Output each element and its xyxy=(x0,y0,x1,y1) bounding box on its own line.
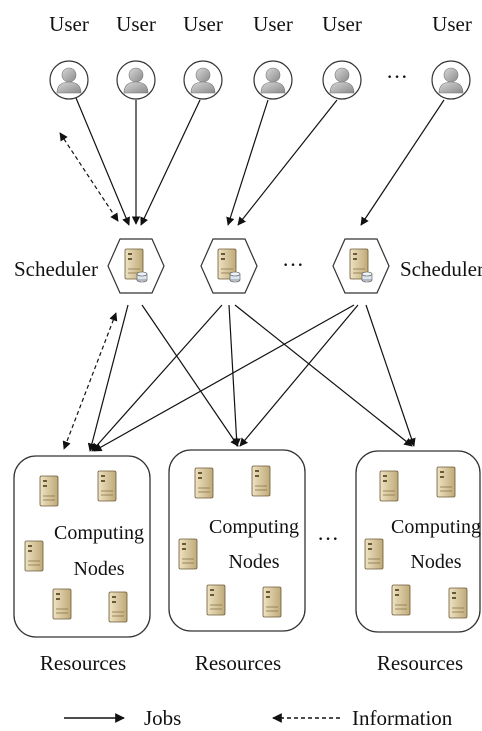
resources-label: Resources xyxy=(195,651,281,675)
jobs-arrow xyxy=(140,99,201,226)
scheduler-left-label: Scheduler xyxy=(14,257,98,281)
jobs-arrow xyxy=(228,304,241,447)
jobs-arrow xyxy=(360,99,445,226)
computing-nodes-line1: Computing xyxy=(209,516,299,538)
resource-box: Computing Nodes xyxy=(13,455,151,638)
computing-nodes-line1: Computing xyxy=(391,516,481,538)
user-label: User xyxy=(432,12,472,36)
user-icon xyxy=(49,60,89,100)
information-arrow xyxy=(62,312,118,450)
jobs-arrow xyxy=(87,304,129,452)
computing-node-icon xyxy=(364,538,384,570)
computing-nodes-line2: Nodes xyxy=(73,558,124,580)
user-label: User xyxy=(183,12,223,36)
computing-node-icon xyxy=(194,467,214,499)
scheduler-node xyxy=(108,239,164,293)
computing-node-icon xyxy=(391,584,411,616)
resources-label: Resources xyxy=(377,651,463,675)
computing-node-icon xyxy=(262,586,282,618)
computing-nodes-line2: Nodes xyxy=(228,551,279,573)
jobs-arrow xyxy=(365,304,416,447)
user-row: User User User User User User ··· xyxy=(49,12,472,100)
computing-node-icon xyxy=(52,588,72,620)
jobs-arrow xyxy=(226,99,269,226)
jobs-arrow xyxy=(237,99,338,226)
legend: Jobs Information xyxy=(64,706,453,730)
computing-nodes-line1: Computing xyxy=(54,522,144,544)
user-icon xyxy=(183,60,223,100)
user-icon xyxy=(253,60,293,100)
computing-node-icon xyxy=(39,475,59,507)
jobs-arrow xyxy=(75,97,130,226)
computing-node-icon xyxy=(108,591,128,623)
computing-node-icon xyxy=(206,584,226,616)
resource-box: Computing Nodes xyxy=(355,450,481,633)
user-to-scheduler-jobs xyxy=(75,97,445,226)
scheduler-row: Scheduler ··· Scheduler xyxy=(14,239,482,293)
computing-node-icon xyxy=(251,465,271,497)
user-icon xyxy=(322,60,362,100)
scheduler-node xyxy=(333,239,389,293)
resource-box: Computing Nodes xyxy=(168,449,306,632)
user-label: User xyxy=(253,12,293,36)
jobs-arrow xyxy=(141,304,239,447)
user-ellipsis: ··· xyxy=(386,64,408,89)
legend-jobs-label: Jobs xyxy=(144,706,181,730)
user-icon xyxy=(116,60,156,100)
resource-ellipsis: ··· xyxy=(317,526,339,551)
resources-label: Resources xyxy=(40,651,126,675)
computing-node-icon xyxy=(436,466,456,498)
computing-node-icon xyxy=(24,540,44,572)
scheduler-right-label: Scheduler xyxy=(400,257,482,281)
jobs-arrow xyxy=(239,304,359,447)
computing-nodes-line2: Nodes xyxy=(410,551,461,573)
scheduler-ellipsis: ··· xyxy=(282,252,304,277)
user-icon xyxy=(431,60,471,100)
user-label: User xyxy=(322,12,362,36)
jobs-arrow xyxy=(234,304,413,447)
computing-node-icon xyxy=(97,470,117,502)
computing-node-icon xyxy=(379,470,399,502)
jobs-arrow xyxy=(93,304,355,452)
scheduler-node xyxy=(201,239,257,293)
user-label: User xyxy=(116,12,156,36)
legend-information-label: Information xyxy=(352,706,453,730)
scheduler-to-resource-jobs xyxy=(87,304,416,452)
information-arrow xyxy=(59,132,119,222)
user-label: User xyxy=(49,12,89,36)
computing-node-icon xyxy=(448,587,468,619)
computing-node-icon xyxy=(178,538,198,570)
